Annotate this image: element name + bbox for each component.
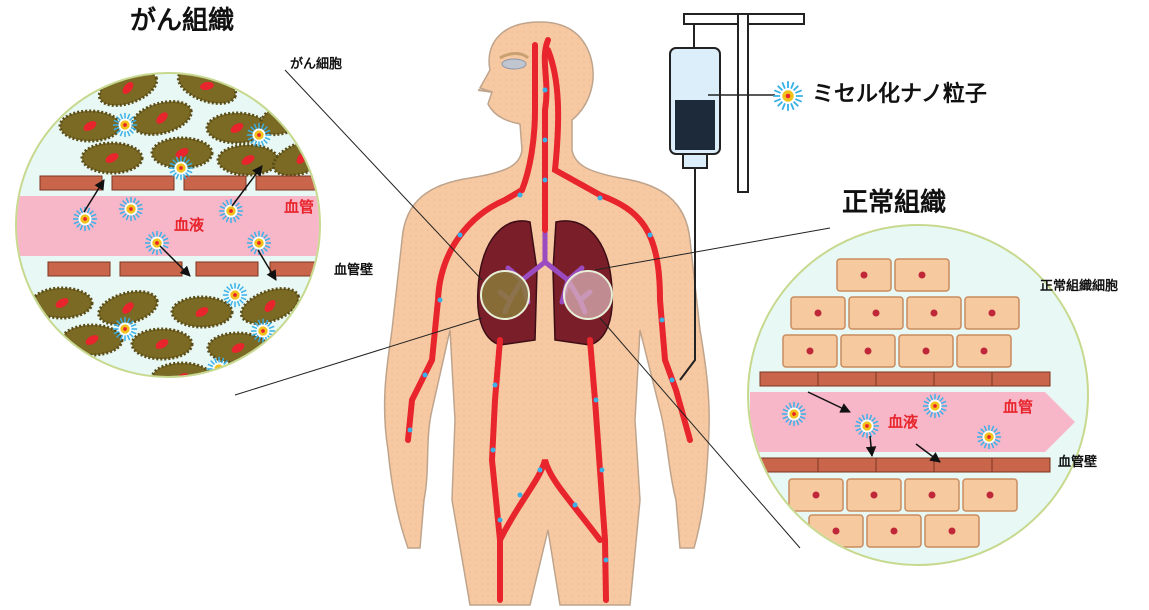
label-blood-vessel-left: 血管: [284, 200, 314, 215]
label-vessel-wall-right: 血管壁: [1058, 456, 1097, 469]
lung-normal-spot: [564, 271, 612, 319]
label-normal-tissue: 正常組織: [842, 190, 946, 216]
label-blood-vessel-right: 血管: [1003, 400, 1033, 415]
label-micelle-nanoparticle: ミセル化ナノ粒子: [812, 84, 987, 106]
iv-stand-pole: [738, 14, 748, 192]
label-vessel-wall-left: 血管壁: [334, 264, 373, 277]
eye: [502, 59, 526, 69]
label-blood-left: 血液: [174, 218, 204, 233]
iv-bag-fluid: [675, 100, 715, 150]
label-blood-right: 血液: [888, 415, 918, 430]
label-cancer-cell: がん細胞: [290, 58, 342, 71]
label-cancer-tissue: がん組織: [130, 8, 234, 34]
lung-tumor-spot: [481, 271, 529, 319]
label-normal-tissue-cell: 正常組織細胞: [1040, 280, 1118, 293]
human-body: [385, 22, 710, 605]
nanoparticle-legend-icon: [773, 81, 803, 111]
iv-drip-chamber: [683, 154, 707, 168]
